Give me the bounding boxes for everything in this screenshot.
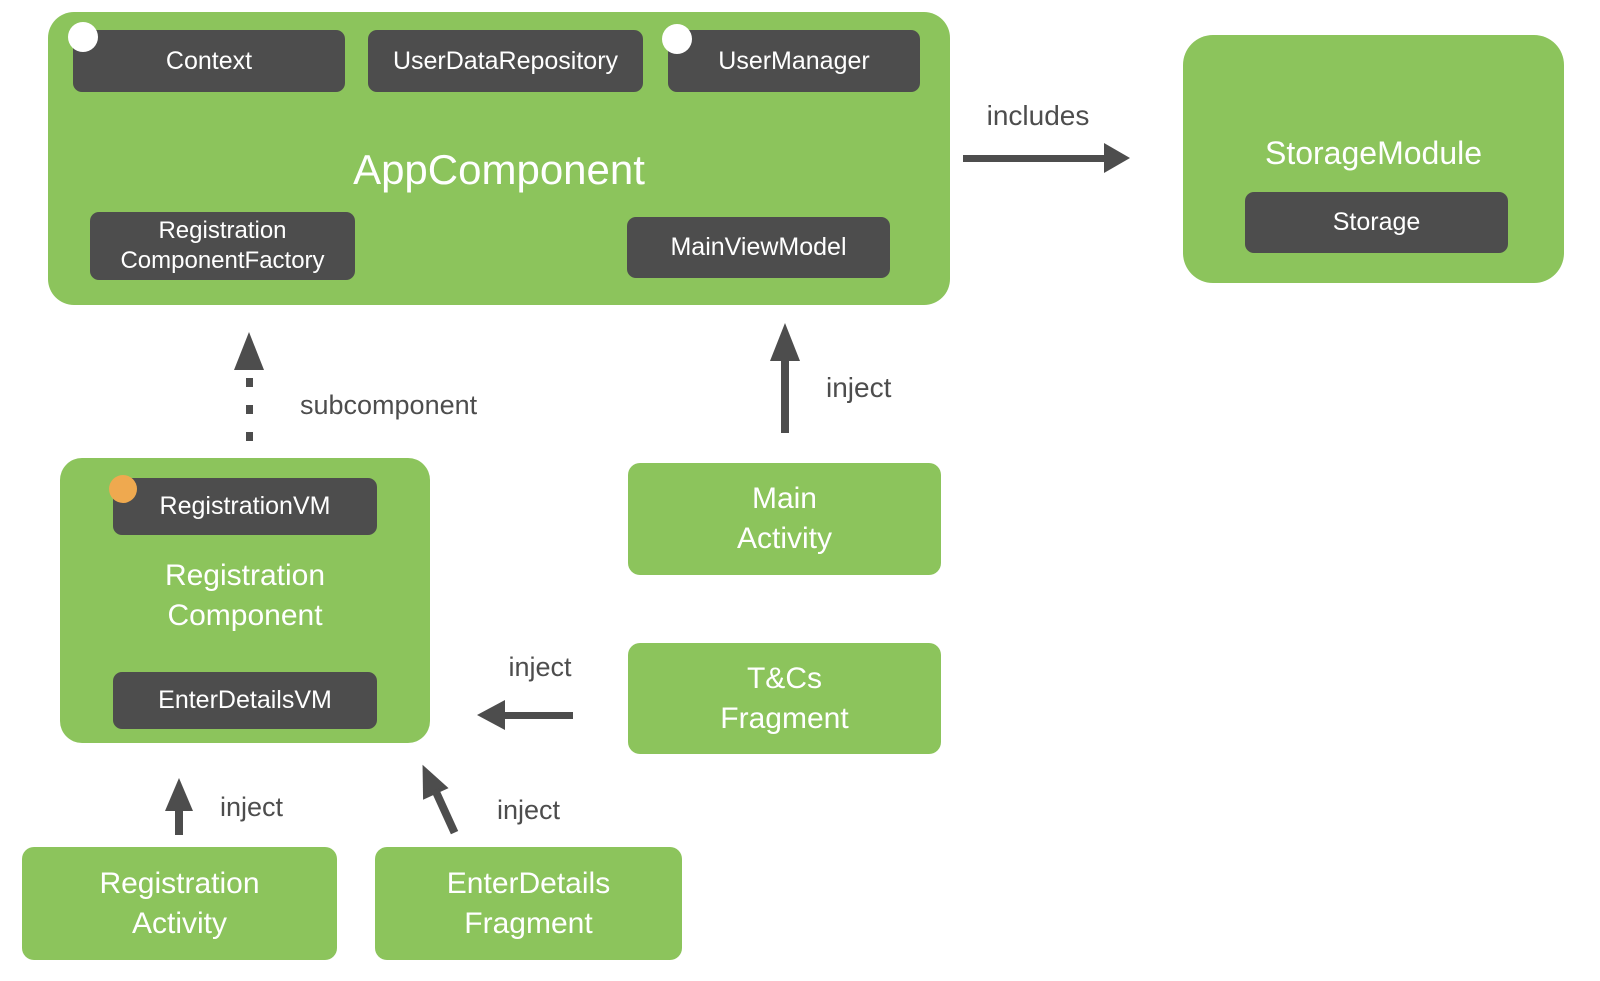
includes-edge-label: includes [986, 100, 1090, 131]
registration-component-title: Registration Component [164, 559, 326, 632]
includes-arrow-head-icon [1104, 143, 1130, 173]
singleton-scope-icon [68, 22, 98, 52]
app-component-node: AppComponent Context UserDataRepository … [48, 12, 950, 305]
inject-tcs-edge-label: inject [508, 652, 572, 682]
storage-module-node: StorageModule Storage [1183, 35, 1564, 283]
inject-tcs-arrow-head-icon [477, 700, 505, 730]
subcomponent-dashed-line [246, 378, 253, 444]
main-activity-node: Main Activity [628, 463, 941, 575]
subcomponent-arrow-head-icon [234, 332, 264, 370]
enterdetails-fragment-node: EnterDetails Fragment [375, 847, 682, 960]
binding-storage: Storage [1245, 192, 1508, 253]
app-component-title: AppComponent [353, 146, 645, 193]
binding-usermanager: UserManager [668, 30, 920, 92]
inject-registration-edge-label: inject [220, 792, 284, 822]
inject-enterdetails-edge-label: inject [497, 795, 561, 825]
inject-enterdetails-arrow-line [431, 788, 459, 835]
registration-component-node: RegistrationVM Registration Component En… [60, 458, 430, 743]
inject-enterdetails-arrow-head-icon [409, 758, 449, 800]
binding-mainviewmodel: MainViewModel [627, 217, 890, 278]
includes-arrow-line [963, 155, 1108, 162]
registration-activity-node: Registration Activity [22, 847, 337, 960]
binding-userdatarepository: UserDataRepository [368, 30, 643, 92]
activity-scope-icon [109, 475, 137, 503]
subcomponent-edge-label: subcomponent [300, 390, 478, 420]
binding-registration-component-factory: Registration ComponentFactory [90, 212, 355, 280]
inject-registration-arrow-head-icon [165, 778, 193, 811]
inject-main-arrow-line [781, 358, 789, 433]
singleton-scope-icon [662, 24, 692, 54]
tcs-fragment-node: T&Cs Fragment [628, 643, 941, 754]
inject-enterdetails-arrow [409, 758, 468, 839]
storage-module-title: StorageModule [1264, 135, 1483, 171]
binding-context: Context [73, 30, 345, 92]
binding-enterdetailsvm: EnterDetailsVM [113, 672, 377, 729]
inject-main-edge-label: inject [826, 372, 892, 403]
inject-main-arrow-head-icon [770, 323, 800, 361]
inject-tcs-arrow-line [502, 712, 573, 719]
binding-registrationvm: RegistrationVM [113, 478, 377, 535]
inject-registration-arrow-line [175, 808, 183, 835]
